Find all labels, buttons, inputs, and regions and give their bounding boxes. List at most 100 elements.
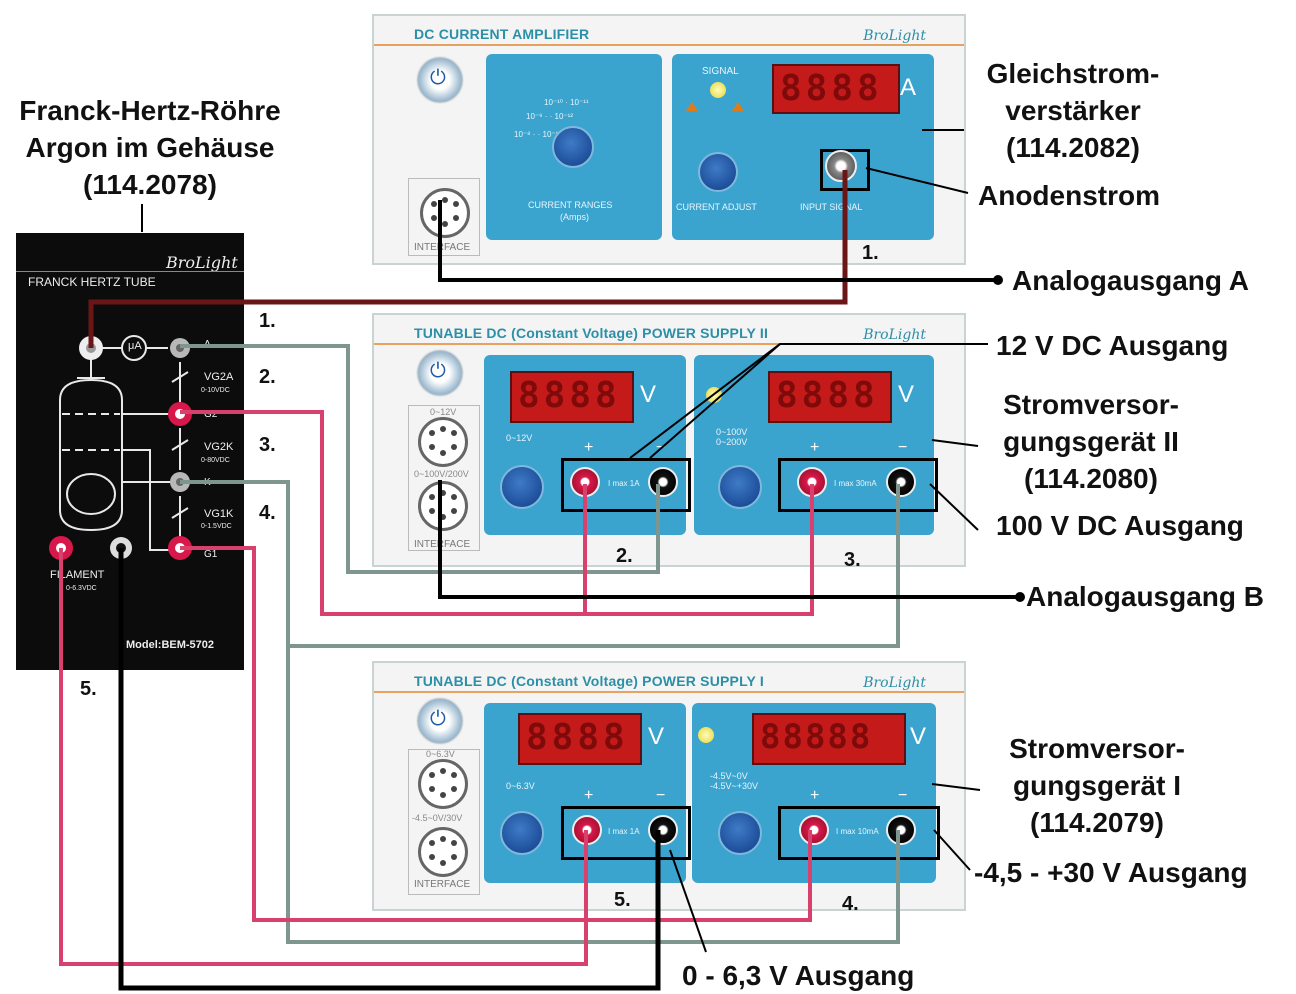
supply2-interface-box xyxy=(408,405,480,551)
supply2-minus-b: − xyxy=(898,439,908,456)
supply1-plus-b-socket[interactable] xyxy=(799,815,829,845)
supply2-socket-b[interactable] xyxy=(418,481,468,531)
callout-supply1 xyxy=(931,783,981,791)
supply1-number-b: 4. xyxy=(842,893,859,915)
supply1-knob-b[interactable] xyxy=(718,811,762,855)
callout-63v xyxy=(669,849,707,953)
tube-title-line xyxy=(16,271,244,272)
signal-arrow-left-icon xyxy=(686,102,698,111)
supply1-socket-b[interactable] xyxy=(418,827,468,877)
power-supply-ii: TUNABLE DC (Constant Voltage) POWER SUPP… xyxy=(372,313,966,571)
supply1-label-line-1: Stromversor- xyxy=(1009,733,1185,764)
supply1-output-a-box xyxy=(561,806,691,860)
supply1-knob-b-label: -4.5V~0V -4.5V~+30V xyxy=(710,771,759,791)
supply1-label-line-2: gungsgerät I xyxy=(1012,770,1181,801)
tube-filament-range: 0-6.3VDC xyxy=(66,585,97,592)
power-icon: ⏻ xyxy=(430,67,446,89)
amplifier-range-panel: 10⁻¹⁰ · 10⁻¹¹ 10⁻⁹ · · 10⁻¹² 10⁻⁸ · · 10… xyxy=(486,54,662,240)
tube-vg2k-label: VG2K xyxy=(204,441,234,453)
connection-number-5: 5. xyxy=(80,678,97,700)
callout-12v-b xyxy=(649,343,781,459)
supply2-display-a-digits: 8888 xyxy=(518,375,621,416)
tube-ua-label: μA xyxy=(128,340,142,352)
wire-analog-a xyxy=(438,200,996,282)
supply1-display-b-digits: 88888 xyxy=(760,717,873,757)
amplifier-label-line-3: (114.2082) xyxy=(1006,132,1140,163)
amplifier-number: 1. xyxy=(862,242,879,264)
supply1-title-line xyxy=(374,691,964,693)
supply1-panel-a: 8888 V 0~6.3V + − I max 1A xyxy=(484,703,686,883)
supply2-plus-b: + xyxy=(810,439,820,456)
dc-current-amplifier: DC CURRENT AMPLIFIER BroLight ⏻ 10⁻¹⁰ · … xyxy=(372,14,966,265)
supply2-minus-a-socket[interactable] xyxy=(648,467,678,497)
supply2-range-a: 0~12V xyxy=(430,407,457,417)
signal-led xyxy=(710,82,726,98)
amplifier-power-button[interactable]: ⏻ xyxy=(418,58,462,102)
out-12v-label: 12 V DC Ausgang xyxy=(996,330,1229,361)
supply1-knob-a[interactable] xyxy=(500,811,544,855)
amplifier-interface-label: INTERFACE xyxy=(414,242,471,253)
tube-g1-label: G1 xyxy=(204,549,218,560)
supply1-socket-a[interactable] xyxy=(418,759,468,809)
supply2-minus-b-socket[interactable] xyxy=(886,467,916,497)
supply2-knob-a[interactable] xyxy=(500,465,544,509)
supply1-power-button[interactable]: ⏻ xyxy=(418,699,462,743)
connection-number-4: 4. xyxy=(259,502,276,524)
supply2-plus-a: + xyxy=(584,439,594,456)
tube-label-line-3: (114.2078) xyxy=(83,169,217,200)
tube-cathode xyxy=(66,473,116,515)
wire-red-filament xyxy=(59,548,588,966)
supply2-plus-a-socket[interactable] xyxy=(570,467,600,497)
tube-vg2a-range: 0-10VDC xyxy=(201,387,230,394)
input-signal-socket[interactable] xyxy=(825,150,857,182)
supply2-interface-label: INTERFACE xyxy=(414,539,471,550)
supply1-label: Stromversor- gungsgerät I (114.2079) xyxy=(990,730,1204,841)
callout-100v xyxy=(929,483,979,531)
amps-label: (Amps) xyxy=(560,212,589,222)
tube-vg2a-label: VG2A xyxy=(204,371,234,383)
supply1-minus-a: − xyxy=(656,787,666,804)
tube-vg2k-range: 0-80VDC xyxy=(201,457,230,464)
supply1-minus-a-socket[interactable] xyxy=(648,815,678,845)
supply2-output-a-box xyxy=(561,458,691,512)
supply1-panel-b: 88888 V -4.5V~0V -4.5V~+30V + − I max 10… xyxy=(692,703,936,883)
supply2-brand: BroLight xyxy=(863,327,926,343)
supply2-imax-b: I max 30mA xyxy=(834,479,877,488)
callout-30v xyxy=(933,829,971,871)
callout-anode-current xyxy=(865,167,969,194)
supply2-unit-a: V xyxy=(640,381,657,408)
range-ticks-2: 10⁻⁹ · · 10⁻¹² xyxy=(526,112,573,121)
tube-vg1k-label: VG1K xyxy=(204,508,234,520)
analog-b-dot xyxy=(1015,592,1025,602)
supply1-minus-b: − xyxy=(898,787,908,804)
supply1-imax-a: I max 1A xyxy=(608,827,640,836)
current-range-knob[interactable] xyxy=(552,126,594,168)
wire-grey-k2 xyxy=(286,646,900,944)
power-icon: ⏻ xyxy=(430,708,446,730)
current-adjust-knob[interactable] xyxy=(698,152,738,192)
signal-label: SIGNAL xyxy=(702,66,739,77)
wire-grey-a xyxy=(180,344,660,574)
supply2-socket-a[interactable] xyxy=(418,417,468,467)
supply1-unit-a: V xyxy=(648,723,665,750)
supply2-label-line-3: (114.2080) xyxy=(1024,463,1158,494)
supply2-imax-a: I max 1A xyxy=(608,479,640,488)
supply2-knob-b[interactable] xyxy=(718,465,762,509)
input-signal-label: INPUT SIGNAL xyxy=(800,202,863,212)
out-63v-label: 0 - 6,3 V Ausgang xyxy=(682,960,915,991)
supply2-output-b-box xyxy=(778,458,938,512)
supply1-led xyxy=(698,727,714,743)
wire-grey-k xyxy=(180,480,900,648)
supply2-title-line xyxy=(374,343,964,345)
supply1-minus-b-socket[interactable] xyxy=(886,815,916,845)
tube-lead-g1 xyxy=(122,449,180,551)
amplifier-brand: BroLight xyxy=(863,28,926,44)
tube-label-line-2: Argon im Gehäuse xyxy=(25,132,275,163)
supply1-output-b-box xyxy=(778,806,940,860)
out-100v-label: 100 V DC Ausgang xyxy=(996,510,1244,541)
tube-title: FRANCK HERTZ TUBE xyxy=(28,275,156,289)
amplifier-interface-socket[interactable] xyxy=(420,188,470,238)
power-supply-i: TUNABLE DC (Constant Voltage) POWER SUPP… xyxy=(372,661,966,915)
supply2-power-button[interactable]: ⏻ xyxy=(418,351,462,395)
tube-brand: BroLight xyxy=(166,253,238,272)
